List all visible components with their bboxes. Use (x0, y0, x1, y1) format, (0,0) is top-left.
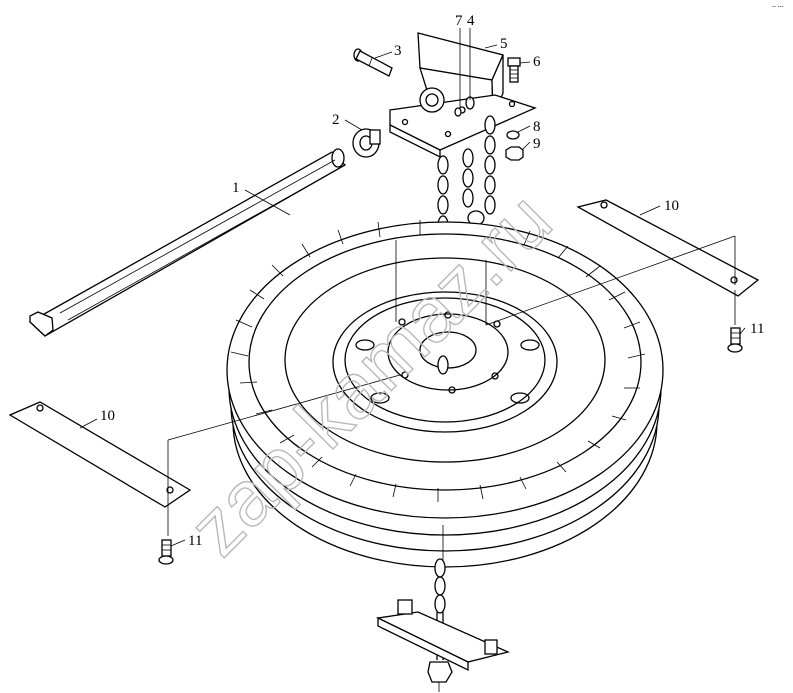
part-6-bolt (507, 57, 521, 83)
part-1-shaft (28, 148, 347, 337)
tread-blocks (230, 220, 646, 502)
callout-3: 3 (394, 43, 402, 59)
alignment-lines (167, 235, 736, 560)
part-5-bracket (389, 32, 537, 159)
callout-4: 4 (467, 13, 475, 29)
callout-7: 7 (455, 13, 463, 29)
part-2-bushing (352, 128, 381, 158)
callout-2: 2 (332, 112, 340, 128)
part-10-strap-left (8, 401, 192, 508)
callout-10-right: 10 (664, 198, 679, 214)
callout-10-left: 10 (100, 408, 115, 424)
callout-labels: 1 2 3 7 4 5 6 8 9 10 10 11 11 (100, 13, 764, 549)
lower-cradle (375, 599, 510, 692)
callout-11-left: 11 (188, 533, 202, 549)
part-8-washer (506, 130, 520, 140)
part-10-strap-right (576, 199, 760, 297)
callout-11-right: 11 (750, 321, 764, 337)
leader-lines (79, 28, 746, 547)
corner-mark: -- --- (772, 4, 784, 10)
callout-9: 9 (533, 136, 541, 152)
callout-5: 5 (500, 36, 508, 52)
part-11-bolt-left (158, 539, 174, 565)
callout-1: 1 (232, 180, 240, 196)
part-11-bolt-right (727, 327, 743, 353)
part-9-nut (505, 146, 524, 161)
callout-6: 6 (533, 54, 541, 70)
part-3-pin (353, 48, 393, 77)
callout-8: 8 (533, 119, 541, 135)
